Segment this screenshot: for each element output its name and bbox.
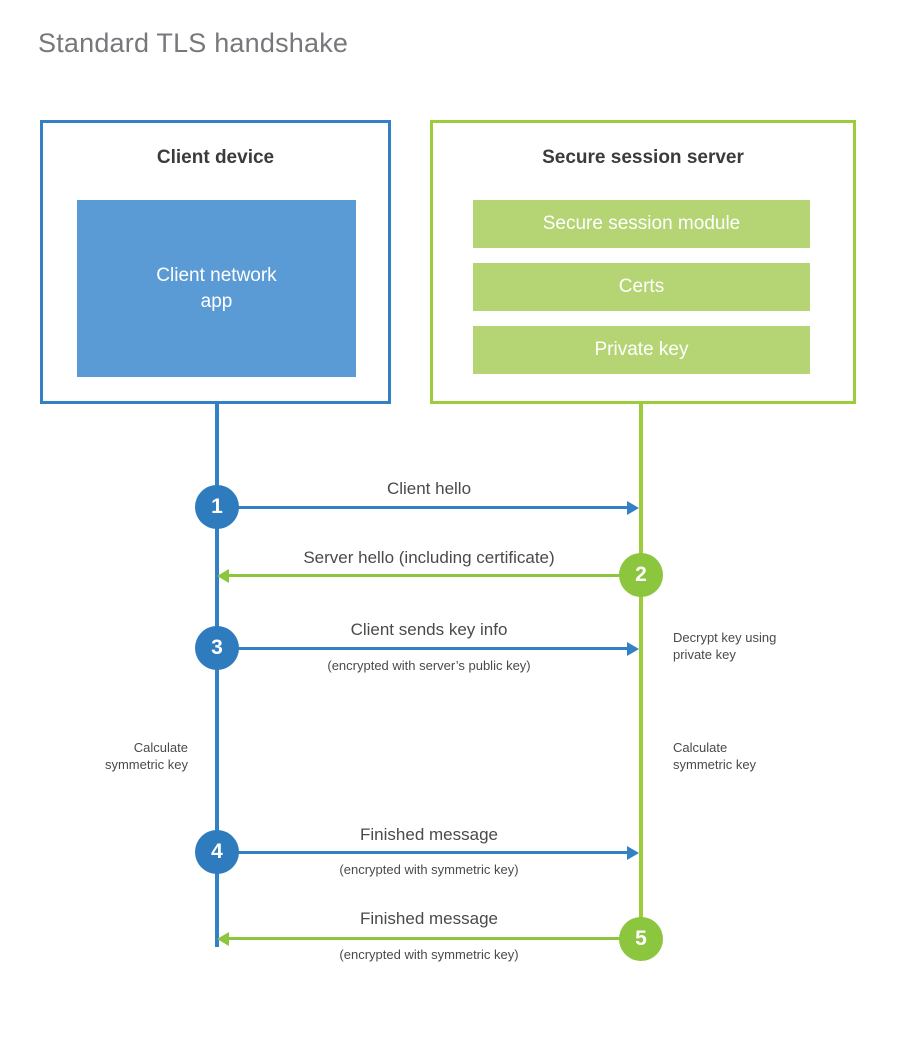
client-device-box: Client device Client network app <box>40 120 391 404</box>
server-component-secure-session-module: Secure session module <box>473 200 810 248</box>
step-4-sublabel: (encrypted with symmetric key) <box>339 862 519 877</box>
step-4-arrow-line <box>217 851 627 854</box>
server-lifeline <box>639 403 643 939</box>
step-4-arrow-head <box>627 846 639 860</box>
step-2-arrow-head <box>217 569 229 583</box>
note-calc-server-line2: symmetric key <box>673 757 757 772</box>
secure-session-server-box: Secure session server Secure session mod… <box>430 120 856 404</box>
step-2-badge: 2 <box>619 553 663 597</box>
step-3-sublabel: (encrypted with server’s public key) <box>327 658 531 673</box>
step-1-label: Client hello <box>386 479 472 498</box>
step-3-label: Client sends key info <box>350 620 508 639</box>
step-5-arrow-head <box>217 932 229 946</box>
note-calc-server-line1: Calculate <box>673 740 728 755</box>
note-calculate-symmetric-key-client: Calculate symmetric key <box>0 739 188 773</box>
step-3-arrow-head <box>627 642 639 656</box>
client-app-label-line2: app <box>200 290 233 312</box>
server-component-private-key: Private key <box>473 326 810 374</box>
step-1-arrow-head <box>627 501 639 515</box>
step-4-label: Finished message <box>360 825 498 844</box>
step-3-badge: 3 <box>195 626 239 670</box>
client-app-label-line1: Client network <box>156 264 277 286</box>
note-calc-client-line2: symmetric key <box>104 757 188 772</box>
step-5-arrow-line <box>229 937 641 940</box>
step-5-badge: 5 <box>619 917 663 961</box>
note-decrypt-key: Decrypt key using private key <box>673 629 863 663</box>
client-lifeline <box>215 403 219 947</box>
client-device-title: Client device <box>156 147 275 168</box>
step-5-label: Finished message <box>360 909 498 928</box>
note-calc-client-line1: Calculate <box>133 740 188 755</box>
secure-session-server-title: Secure session server <box>542 147 744 168</box>
step-3-arrow-line <box>217 647 627 650</box>
page-title: Standard TLS handshake <box>38 28 349 58</box>
step-1-badge: 1 <box>195 485 239 529</box>
step-2-arrow-line <box>229 574 641 577</box>
note-decrypt-key-line2: private key <box>673 647 736 662</box>
client-network-app-block: Client network app <box>77 200 356 377</box>
step-1-arrow-line <box>217 506 627 509</box>
server-component-list: Secure session module Certs Private key <box>473 200 810 374</box>
step-2-label: Server hello (including certificate) <box>303 548 555 567</box>
note-decrypt-key-line1: Decrypt key using <box>673 630 777 645</box>
note-calculate-symmetric-key-server: Calculate symmetric key <box>673 739 863 773</box>
server-component-certs: Certs <box>473 263 810 311</box>
step-5-sublabel: (encrypted with symmetric key) <box>339 947 519 962</box>
step-4-badge: 4 <box>195 830 239 874</box>
